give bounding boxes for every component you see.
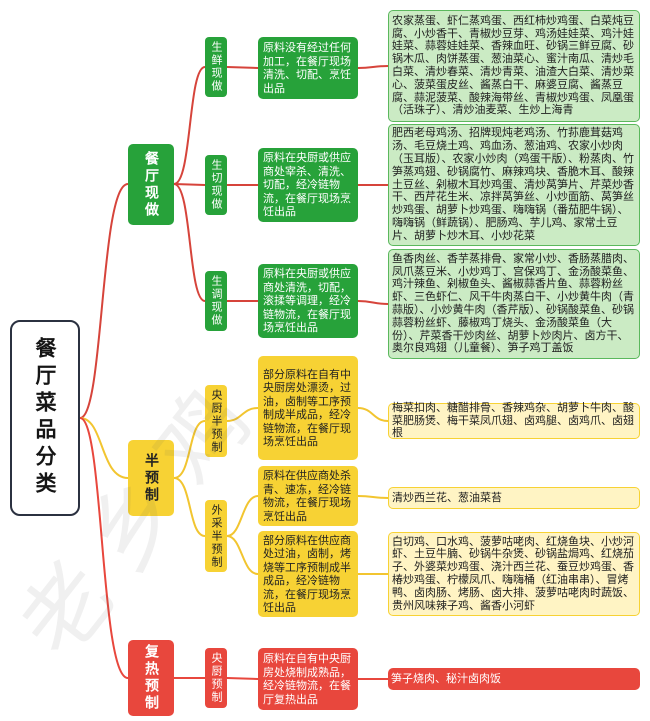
connector-reheat-central-to-description [226, 677, 259, 680]
branch-label: 餐厅现做 [143, 150, 159, 219]
dish-list-seasoned-made: 鱼香肉丝、香芋蒸排骨、家常小炒、香肠蒸腊肉、凤爪蒸豆米、小炒鸡丁、宫保鸡丁、金汤… [388, 249, 640, 359]
connector-central-kitchen-description-to-dishes [357, 407, 389, 422]
branch-semi-prepared: 半预制 [128, 440, 174, 516]
subbranch-cut-made: 生切现做 [205, 155, 227, 215]
connector-seasoned-description-to-dishes [357, 300, 389, 305]
branch-label: 半预制 [143, 452, 159, 504]
description-text: 原料在供应商处杀青、速冻，经冷链物流，在餐厅现场烹饪出品 [263, 469, 351, 523]
dish-list-fresh-made: 农家蒸蛋、虾仁蒸鸡蛋、西红柿炒鸡蛋、白菜炖豆腐、小炒香干、青椒炒豆芽、鸡汤娃娃菜… [388, 10, 640, 122]
description-fresh-made: 原料没有经过任何加工，在餐厅现场清洗、切配、烹饪出品 [258, 37, 358, 99]
branch-restaurant-made: 餐厅现做 [128, 144, 174, 225]
connector-root-to-semi-prepared [79, 417, 129, 479]
description-outsourced-processed: 部分原料在供应商处过油，卤制，烤烧等工序预制成半成品，经冷链物流，在餐厅现场烹饪… [258, 531, 358, 617]
subbranch-seasoned-made: 生调现做 [205, 271, 227, 331]
connector-semi-to-outsourced [173, 477, 206, 537]
connector-semi-to-central-kitchen [173, 420, 206, 479]
subbranch-central-kitchen-prepared: 央厨预制 [205, 648, 227, 708]
dish-list-cut-made: 肥西老母鸡汤、招牌现炖老鸡汤、竹荪鹿茸菇鸡汤、毛豆烧土鸡、鸡血汤、葱油鸡、农家小… [388, 124, 640, 246]
connector-restaurant-made-to-seasoned [173, 183, 206, 302]
description-text: 部分原料在自有中央厨房处漂烫，过油，卤制等工序预制成半成品，经冷链物流，在餐厅现… [263, 367, 351, 449]
description-text: 原料在央厨或供应商处宰杀、清洗、切配，经冷链物流，在餐厅现场烹饪出品 [263, 151, 351, 219]
dish-list-text: 笋子烧肉、秘汁卤肉饭 [391, 671, 501, 685]
description-text: 原料在自有中央厨房处烧制成熟品，经冷链物流，在餐厅复热出品 [263, 652, 351, 706]
description-text: 原料在央厨或供应商处清洗，切配，滚揉等调理，经冷链物流，在餐厅现场烹饪出品 [263, 267, 351, 335]
description-seasoned-made: 原料在央厨或供应商处清洗，切配，滚揉等调理，经冷链物流，在餐厅现场烹饪出品 [258, 264, 358, 338]
root-title: 餐厅菜品分类 [33, 337, 57, 499]
branch-label: 复热预制 [143, 644, 159, 712]
connector-restaurant-made-to-cut [173, 183, 206, 186]
dish-list-text: 梅菜扣肉、糖醋排骨、香辣鸡杂、胡萝卜牛肉、酸菜肥肠煲、梅干菜凤爪翅、卤鸡腿、卤鸡… [392, 400, 634, 440]
subbranch-fresh-made: 生鲜现做 [205, 37, 227, 97]
dish-list-text: 鱼香肉丝、香芋蒸排骨、家常小炒、香肠蒸腊肉、凤爪蒸豆米、小炒鸡丁、宫保鸡丁、金汤… [392, 251, 634, 355]
description-cut-made: 原料在央厨或供应商处宰杀、清洗、切配，经冷链物流，在餐厅现场烹饪出品 [258, 148, 358, 222]
dish-list-outsourced-processed: 白切鸡、口水鸡、菠萝咕咾肉、红烧鱼块、小炒河虾、土豆牛腩、砂锅牛杂煲、砂锅盐焗鸡… [388, 532, 640, 616]
dish-list-text: 农家蒸蛋、虾仁蒸鸡蛋、西红柿炒鸡蛋、白菜炖豆腐、小炒香干、青椒炒豆芽、鸡汤娃娃菜… [392, 13, 634, 117]
subbranch-label: 央厨半预制 [210, 388, 223, 454]
description-text: 原料没有经过任何加工，在餐厅现场清洗、切配、烹饪出品 [263, 41, 351, 95]
description-central-kitchen-semi: 部分原料在自有中央厨房处漂烫，过油，卤制等工序预制成半成品，经冷链物流，在餐厅现… [258, 356, 358, 460]
subbranch-label: 生调现做 [210, 275, 223, 327]
connector-central-kitchen-to-description [226, 407, 259, 422]
root-node: 餐厅菜品分类 [10, 320, 80, 516]
branch-reheat-prepared: 复热预制 [128, 640, 174, 716]
connector-outsourced-to-description-2 [226, 535, 259, 575]
subbranch-outsourced-semi: 外采半预制 [205, 500, 227, 572]
dish-list-text: 白切鸡、口水鸡、菠萝咕咾肉、红烧鱼块、小炒河虾、土豆牛腩、砂锅牛杂煲、砂锅盐焗鸡… [392, 534, 634, 612]
connector-root-to-reheat-prepared [79, 417, 129, 679]
description-outsourced-blanched: 原料在供应商处杀青、速冻，经冷链物流，在餐厅现场烹饪出品 [258, 466, 358, 526]
subbranch-central-kitchen-semi: 央厨半预制 [205, 385, 227, 457]
connector-root-to-restaurant-made [79, 183, 129, 419]
connector-outsourced-to-description-1 [226, 495, 259, 537]
subbranch-label: 央厨预制 [210, 652, 223, 704]
subbranch-label: 生切现做 [210, 159, 223, 211]
subbranch-label: 外采半预制 [210, 503, 223, 569]
subbranch-label: 生鲜现做 [210, 41, 223, 93]
connector-outsourced-description-1-to-dishes [357, 495, 389, 499]
description-central-kitchen-prepared: 原料在自有中央厨房处烧制成熟品，经冷链物流，在餐厅复热出品 [258, 648, 358, 710]
connector-fresh-to-description [226, 66, 259, 69]
connector-restaurant-made-to-fresh [173, 66, 206, 185]
dish-list-central-kitchen-prepared: 笋子烧肉、秘汁卤肉饭 [388, 668, 640, 690]
dish-list-text: 清炒西兰花、葱油菜苔 [392, 490, 502, 504]
description-text: 部分原料在供应商处过油，卤制，烤烧等工序预制成半成品，经冷链物流，在餐厅现场烹饪… [263, 533, 351, 615]
dish-list-outsourced-blanched: 清炒西兰花、葱油菜苔 [388, 487, 640, 509]
dish-list-central-kitchen-semi: 梅菜扣肉、糖醋排骨、香辣鸡杂、胡萝卜牛肉、酸菜肥肠煲、梅干菜凤爪翅、卤鸡腿、卤鸡… [388, 400, 640, 440]
dish-list-text: 肥西老母鸡汤、招牌现炖老鸡汤、竹荪鹿茸菇鸡汤、毛豆烧土鸡、鸡血汤、葱油鸡、农家小… [392, 126, 634, 242]
connector-fresh-description-to-dishes [357, 65, 389, 69]
